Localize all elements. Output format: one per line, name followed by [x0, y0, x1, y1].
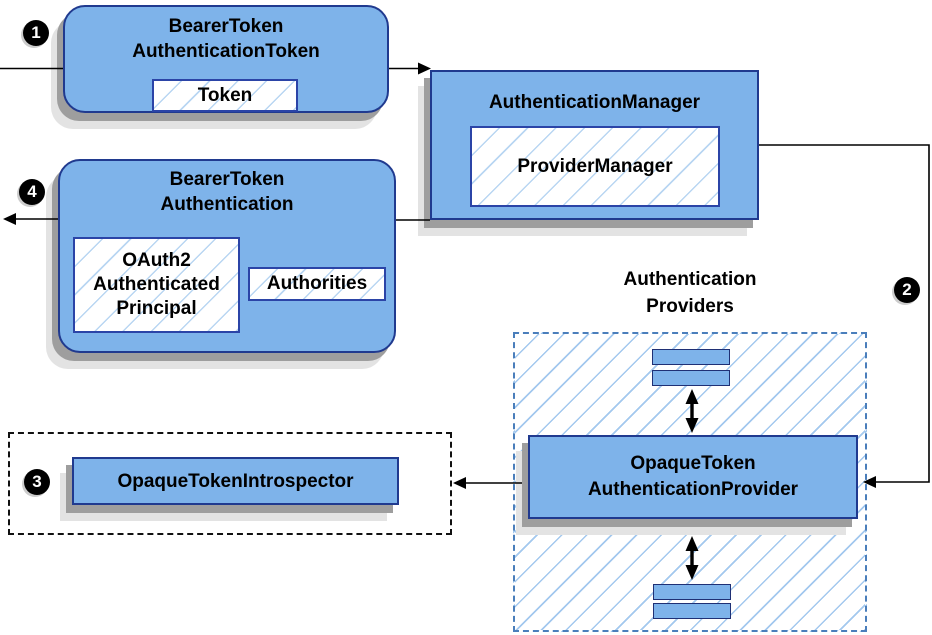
token-chip: Token: [152, 79, 298, 112]
bearer-token-authentication-node: BearerToken Authentication OAuth2 Authen…: [58, 159, 396, 353]
bearer-token-authentication-token-node: BearerToken AuthenticationToken Token: [63, 5, 389, 113]
provider-bar: [653, 603, 731, 619]
bearer-token-authentication-token-title: BearerToken AuthenticationToken: [132, 16, 320, 62]
arrowhead-left-icon: [453, 477, 466, 489]
step-4-marker: 4: [19, 179, 45, 205]
opaque-token-introspector-node: OpaqueTokenIntrospector: [72, 457, 399, 505]
arrowhead-left-icon: [3, 213, 16, 225]
bearer-token-authentication-title: BearerToken Authentication: [160, 169, 294, 215]
oauth2-authenticated-principal-chip: OAuth2 Authenticated Principal: [73, 237, 240, 333]
authentication-manager-title: AuthenticationManager: [488, 92, 701, 113]
opaque-token-authentication-provider-node: OpaqueToken AuthenticationProvider: [528, 435, 858, 519]
step-1-marker: 1: [23, 20, 49, 46]
step-2-marker: 2: [894, 277, 920, 303]
provider-bar: [652, 349, 730, 365]
step-3-marker: 3: [24, 469, 50, 495]
authorities-chip: Authorities: [248, 267, 386, 301]
authentication-manager-node: AuthenticationManager ProviderManager: [430, 70, 759, 220]
opaque-token-introspector-title: OpaqueTokenIntrospector: [117, 470, 354, 492]
opaque-token-introspector-container: [8, 432, 452, 535]
provider-bar: [653, 584, 731, 600]
provider-bar: [652, 370, 730, 386]
authentication-providers-label: Authentication Providers: [623, 269, 757, 317]
opaque-token-authentication-provider-title: OpaqueToken AuthenticationProvider: [587, 453, 799, 500]
provider-manager-chip: ProviderManager: [470, 126, 720, 207]
